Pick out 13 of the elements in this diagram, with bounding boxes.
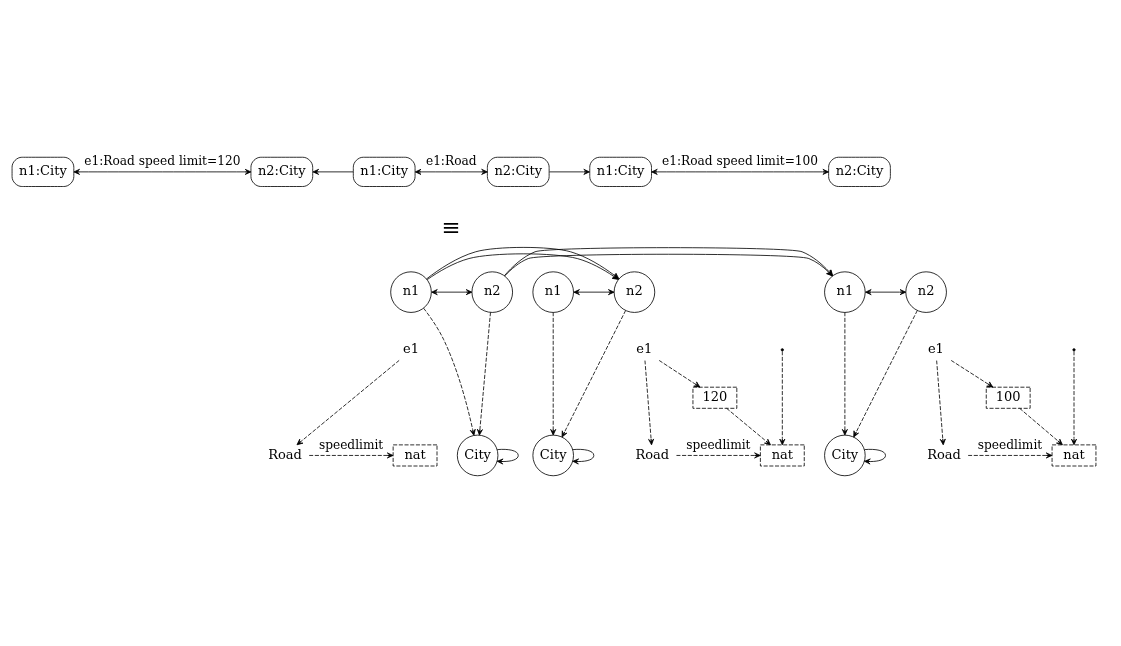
node-text: Road <box>635 446 670 462</box>
node-text: Road <box>927 446 961 462</box>
edge-label: e1:Road speed limit=100 <box>662 154 819 169</box>
node-text: e1 <box>636 340 653 356</box>
label: ≡ <box>441 213 461 240</box>
node-text: e1 <box>927 340 944 356</box>
edge-label: e1:Road speed limit=120 <box>84 154 241 169</box>
edge-label: speedlimit <box>318 437 384 452</box>
edge-label: speedlimit <box>686 437 751 452</box>
edge-label: speedlimit <box>977 437 1043 452</box>
edge-label: e1:Road <box>425 154 477 169</box>
node-text: Road <box>268 446 302 462</box>
node-text: e1 <box>403 340 419 356</box>
